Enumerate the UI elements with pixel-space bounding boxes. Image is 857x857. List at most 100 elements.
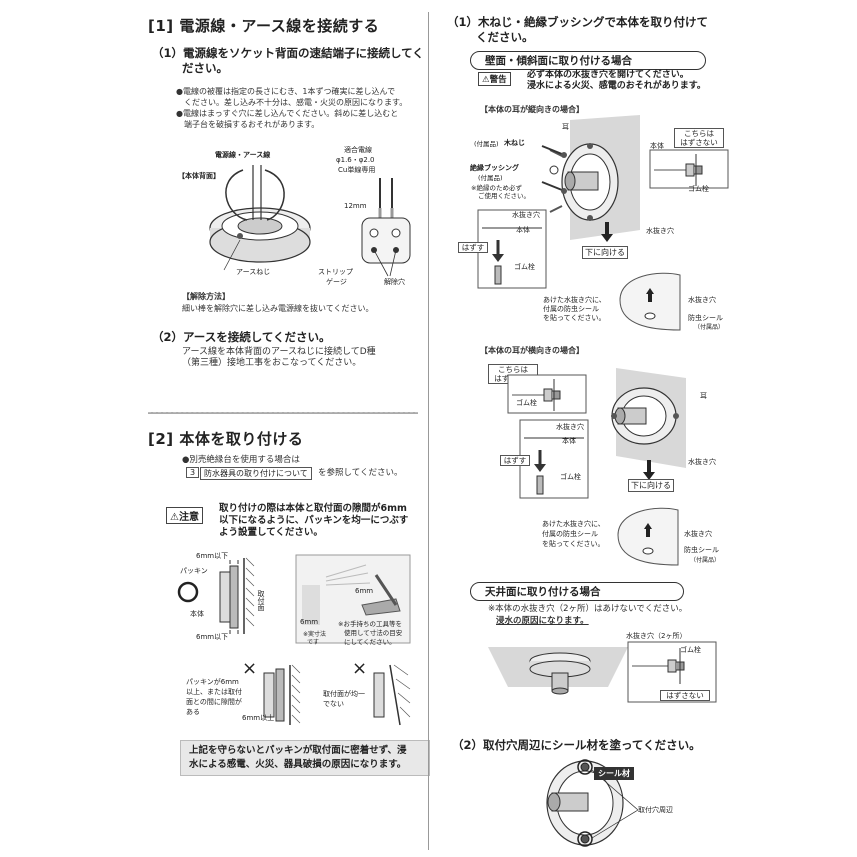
section-divider bbox=[148, 412, 418, 414]
v-remove-box: はずす bbox=[458, 242, 488, 253]
ceiling-note-2: 浸水の原因になります。 bbox=[496, 616, 589, 626]
packing-label: パッキン bbox=[180, 567, 208, 575]
bad1-mm: 6mm以上 bbox=[242, 714, 275, 722]
earth-screw-leader bbox=[223, 239, 241, 271]
body-label: 本体 bbox=[190, 610, 204, 618]
r-step1-line2: ください。 bbox=[476, 30, 534, 44]
ceiling-diagram bbox=[488, 647, 628, 695]
actual-size-note-2: です bbox=[307, 639, 320, 646]
h-dont-remove-1: こちらは bbox=[498, 365, 528, 374]
tool-note-3: にしてください。 bbox=[344, 638, 396, 646]
h-down-arrow bbox=[643, 460, 655, 480]
v-drain-hole2: 水抜き穴 bbox=[646, 227, 674, 235]
v-accessory-1: (付属品) bbox=[474, 140, 499, 148]
hole-area-leaders bbox=[591, 769, 639, 839]
h-drain-detail bbox=[519, 419, 589, 499]
bad1-line2: 以上、または取付 bbox=[186, 688, 242, 696]
note1-line1: ●電線の被覆は指定の長さにむき、1本ずつ確実に差し込んで bbox=[176, 87, 396, 96]
ref-box[interactable]: 防水器具の取り付けについて bbox=[200, 467, 312, 480]
h-drain-hole3: 水抜き穴 bbox=[684, 530, 712, 538]
bad-example-1 bbox=[263, 664, 301, 725]
ceiling-note-1: ※本体の水抜き穴（2ヶ所）はあけないでください。 bbox=[488, 604, 688, 614]
v-insul-note-1: ※絶縁のため必ず bbox=[471, 184, 522, 192]
v-rubber-plug: ゴム栓 bbox=[688, 185, 709, 193]
h-seal-2: 付属の防虫シール bbox=[542, 530, 598, 538]
earth-screw-label: アースねじ bbox=[236, 268, 271, 276]
v-drain-detail bbox=[477, 209, 547, 289]
step2-title: （2）アースを接続してください。 bbox=[152, 330, 331, 344]
socket-back-diagram bbox=[209, 165, 311, 263]
sealant-diagram bbox=[546, 759, 624, 847]
h-drain-hole2: 水抜き穴 bbox=[688, 458, 716, 466]
bad2-line2: でない bbox=[323, 700, 344, 708]
caution-line1: 取り付けの際は本体と取付面の隙間が6mm bbox=[219, 503, 407, 514]
step1-title-line2: ださい。 bbox=[182, 61, 228, 75]
v-accessory-2: (付属品) bbox=[478, 174, 503, 182]
h-accessory-3: （付属品） bbox=[690, 557, 721, 564]
tool-note-2: 使用して寸法の目安 bbox=[344, 629, 403, 637]
v-body2: 本体 bbox=[516, 226, 530, 234]
sealant-label: シール材 bbox=[594, 767, 634, 780]
wire-spec-1: 適合電線 bbox=[344, 146, 372, 154]
v-bushing: 絶縁ブッシング bbox=[470, 164, 519, 172]
ceiling-rubber-plug: ゴム栓 bbox=[680, 646, 701, 654]
ceiling-mount-pill: 天井面に取り付ける場合 bbox=[470, 582, 684, 601]
h-seal-3: を貼ってください。 bbox=[542, 540, 605, 548]
v-dont-remove-2: はずさない bbox=[680, 138, 718, 147]
note2-line1: ●電線はまっすぐ穴に差し込んでください。斜めに差し込むと bbox=[176, 109, 399, 118]
wire-spec-2: φ1.6・φ2.0 bbox=[336, 156, 375, 164]
v-ear-label: 耳 bbox=[562, 123, 569, 131]
fig-power-wire-label: 電源線・アース線 bbox=[215, 151, 271, 159]
v-dont-remove-box: こちらは はずさない bbox=[674, 128, 724, 148]
gauge-6mm-a: 6mm bbox=[300, 618, 319, 626]
h-seal-detail bbox=[617, 507, 679, 566]
mount-surface-label: 取付面 bbox=[257, 590, 265, 611]
v-seal-2: 付属の防虫シール bbox=[543, 305, 599, 313]
gap-top-label: 6mm以下 bbox=[196, 552, 229, 560]
bottom-warning-line1: 上記を守らないとパッキンが取付面に密着せず、浸 bbox=[189, 745, 407, 756]
v-seal-detail bbox=[619, 272, 681, 331]
bad1-line3: 面との間に隙間が bbox=[186, 698, 242, 706]
h-drain-hole: 水抜き穴 bbox=[556, 423, 584, 431]
section2-title: [2] 本体を取り付ける bbox=[148, 430, 304, 448]
note2-line2: 端子台を破損するおそれがあります。 bbox=[184, 120, 320, 129]
release-hole-label: 解除穴 bbox=[384, 278, 405, 286]
ref-tail: を参照してください。 bbox=[318, 468, 403, 478]
v-wood-screw: 木ねじ bbox=[504, 139, 525, 147]
note1-line2: ください。差し込み不十分は、感電・火災の原因になります。 bbox=[184, 98, 408, 107]
warning-line1: 必ず本体の水抜き穴を開けてください。 bbox=[527, 70, 689, 80]
vertical-mount-diagram bbox=[549, 115, 640, 240]
v-seal-3: を貼ってください。 bbox=[543, 314, 606, 322]
gap-diagram bbox=[177, 557, 255, 634]
bad-example-2 bbox=[373, 664, 411, 726]
tool-note-1: ※お手持ちの工具等を bbox=[338, 620, 402, 628]
column-divider bbox=[428, 12, 429, 850]
h-bug-seal: 防虫シール bbox=[684, 546, 719, 554]
caution-line3: よう設置してください。 bbox=[219, 527, 323, 538]
wire-spec-3: Cu単線専用 bbox=[338, 166, 376, 174]
v-seal-1: あけた水抜き穴に、 bbox=[543, 296, 606, 304]
horizontal-mount-diagram bbox=[611, 368, 686, 468]
gauge-6mm-b: 6mm bbox=[355, 587, 374, 595]
bad1-line1: パッキンが6mm bbox=[186, 678, 239, 686]
v-face-down: 下に向ける bbox=[582, 246, 628, 259]
r-step1-line1: （1）木ねじ・絶縁ブッシングで本体を取り付けて bbox=[447, 15, 708, 29]
v-down-arrow bbox=[601, 222, 613, 242]
hole-area-label: 取付穴周辺 bbox=[638, 806, 673, 814]
v-rubber-plug2: ゴム栓 bbox=[514, 263, 535, 271]
bad-mark-2: × bbox=[352, 658, 368, 679]
r-step2-title: （2）取付穴周辺にシール材を塗ってください。 bbox=[452, 738, 701, 752]
warning-label: ⚠警告 bbox=[478, 72, 511, 86]
section1-title: [1] 電源線・アース線を接続する bbox=[148, 17, 380, 35]
bottom-warning-box: 上記を守らないとパッキンが取付面に密着せず、浸 水による感電、火災、器具破損の原… bbox=[180, 740, 430, 776]
v-dont-remove-1: こちらは bbox=[684, 129, 714, 138]
ceiling-dont-remove: はずさない bbox=[660, 690, 710, 701]
caution-line2: 以下になるように、パッキンを均一につぶす bbox=[219, 515, 409, 526]
strip-gauge-label-2: ゲージ bbox=[326, 278, 347, 286]
release-method-title: 【解除方法】 bbox=[182, 292, 230, 301]
bad2-line1: 取付面が均一 bbox=[323, 690, 365, 698]
h-face-down: 下に向ける bbox=[628, 479, 674, 492]
h-remove-box: はずす bbox=[500, 455, 530, 466]
ceiling-drain-holes: 水抜き穴（2ヶ所） bbox=[626, 632, 687, 640]
v-accessory-3: （付属品） bbox=[694, 324, 725, 331]
